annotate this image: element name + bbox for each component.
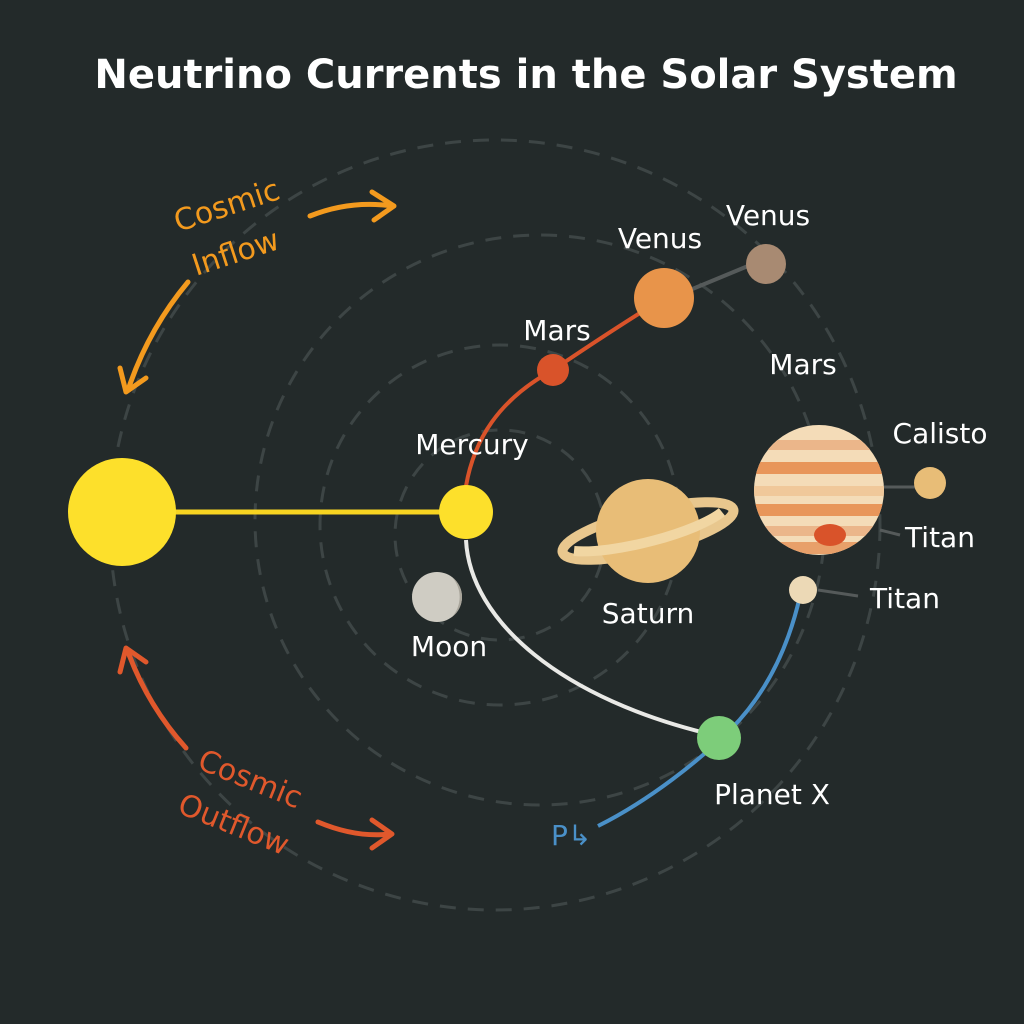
mars-node (537, 354, 569, 386)
cosmic-inflow: Cosmic Inflow (117, 173, 397, 395)
outflow-arrow-left (125, 649, 189, 751)
label-calisto: Calisto (893, 417, 988, 450)
venus-far-node (746, 244, 786, 284)
label-planet-x: Planet X (714, 778, 830, 811)
label-mars-far: Mars (769, 348, 836, 381)
cosmic-outflow: Cosmic Outflow (117, 645, 395, 863)
planet-x-node (697, 716, 741, 760)
venus-connector (689, 264, 749, 292)
titan-node (789, 576, 817, 604)
inflow-arrowhead-left (117, 365, 149, 395)
titan-lower-connector (817, 588, 859, 598)
outflow-arrow-bottom (315, 819, 393, 838)
moon-icon (412, 572, 462, 622)
label-saturn: Saturn (602, 597, 694, 630)
label-venus-near: Venus (618, 222, 702, 255)
titan-upper-connector (879, 528, 901, 537)
jupiter-icon (754, 425, 884, 555)
page-title: Neutrino Currents in the Solar System (94, 52, 957, 98)
white-path (464, 539, 719, 738)
mercury-node (439, 485, 493, 539)
sun-icon (68, 458, 176, 566)
venus-node (634, 268, 694, 328)
label-mars-near: Mars (523, 314, 590, 347)
inflow-arrow-top (307, 201, 395, 219)
outflow-arrowhead-bottom (369, 817, 395, 851)
label-titan-upper: Titan (904, 521, 975, 554)
saturn-icon (557, 479, 739, 583)
label-venus-far: Venus (726, 199, 810, 232)
label-pluto-fragment: P↳ (551, 819, 591, 852)
outflow-arrowhead-left (117, 645, 149, 675)
inflow-arrow-left (125, 279, 191, 393)
label-titan-lower: Titan (869, 582, 940, 615)
label-moon: Moon (411, 630, 487, 663)
calisto-node (914, 467, 946, 499)
label-mercury: Mercury (415, 428, 529, 461)
inflow-arrowhead-top (369, 189, 397, 223)
